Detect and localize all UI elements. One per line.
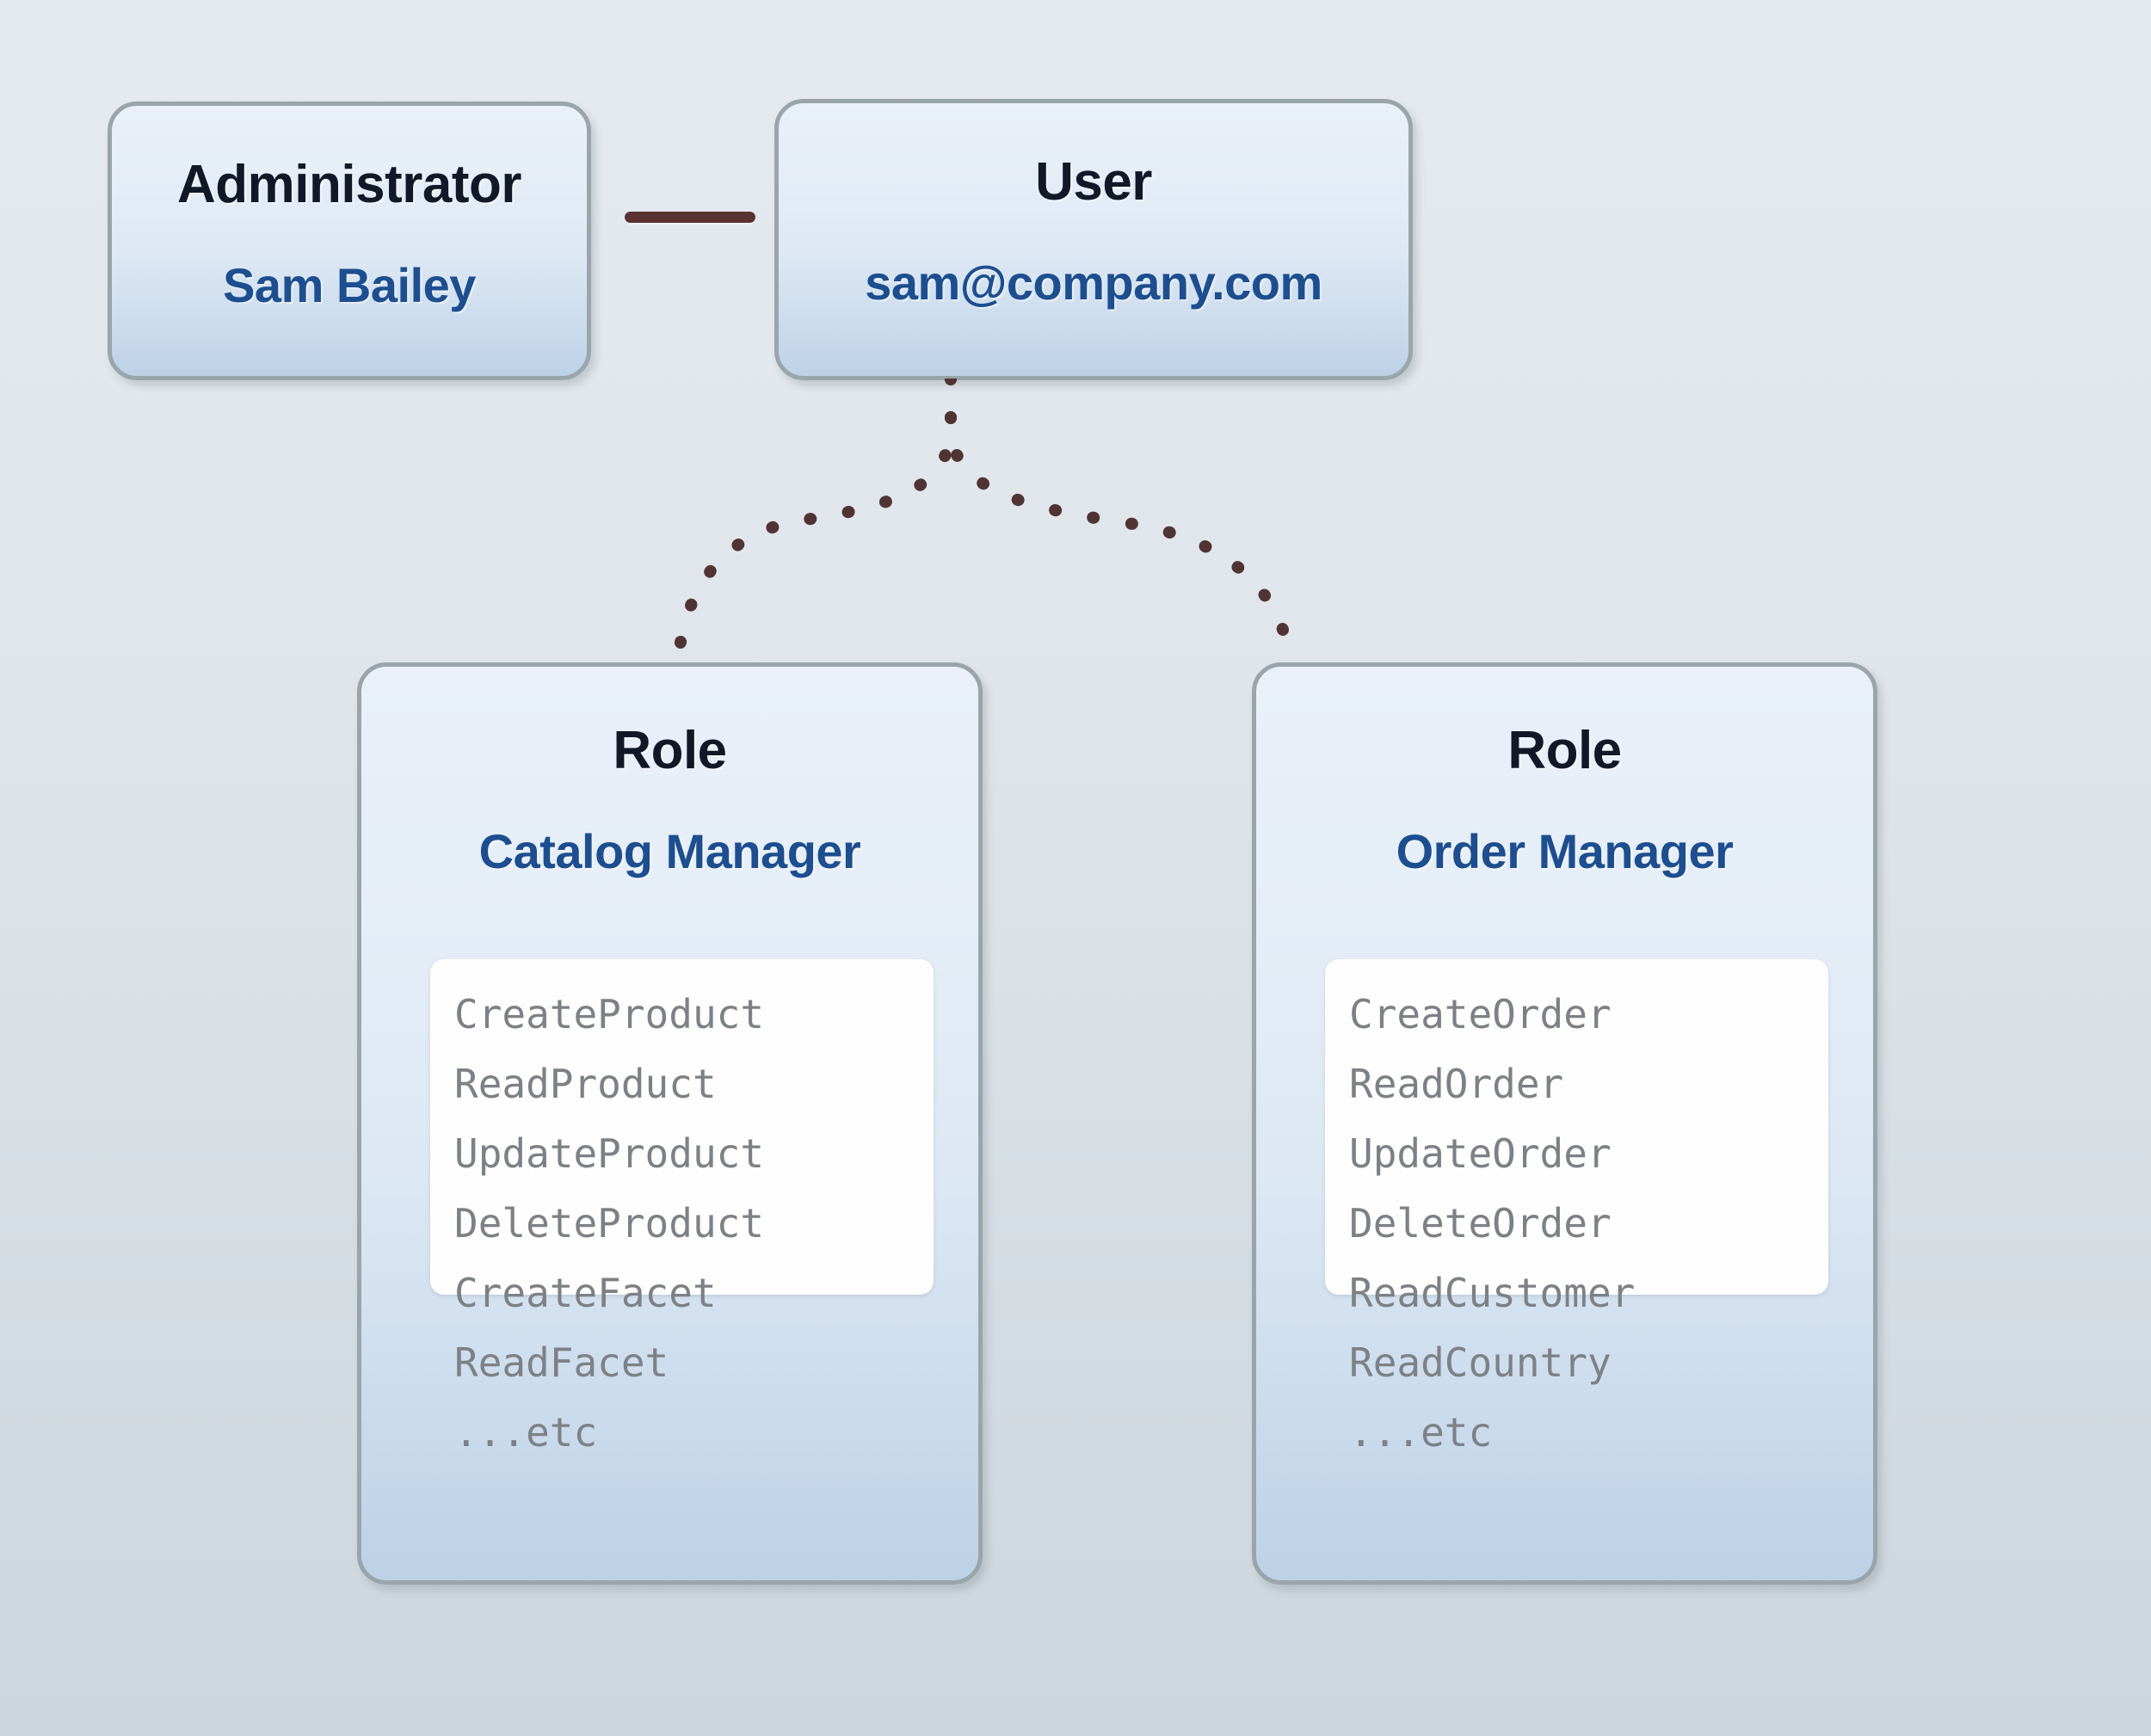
role-type-label: Role <box>613 721 727 780</box>
administrator-user-connector <box>625 212 755 223</box>
role-name: Catalog Manager <box>478 824 861 878</box>
administrator-node[interactable]: Administrator Sam Bailey <box>108 102 591 380</box>
permission-item: ReadCustomer <box>1349 1270 1636 1316</box>
permission-item: UpdateProduct <box>454 1130 765 1177</box>
role-type-label: Role <box>1507 721 1622 780</box>
permission-item: ...etc <box>1349 1409 1493 1456</box>
user-email: sam@company.com <box>865 255 1322 310</box>
permission-item: ReadFacet <box>454 1339 669 1386</box>
permission-item: CreateFacet <box>454 1270 717 1316</box>
permission-panel: CreateProduct ReadProduct UpdateProduct … <box>430 959 934 1456</box>
role-node-order-manager[interactable]: Role Order Manager CreateOrder ReadOrder… <box>1252 662 1877 1585</box>
permission-list: CreateOrder ReadOrder UpdateOrder Delete… <box>1349 980 1804 1468</box>
connector-to-role-0 <box>672 379 957 668</box>
permission-item: CreateOrder <box>1349 991 1612 1037</box>
permission-list: CreateProduct ReadProduct UpdateProduct … <box>454 980 909 1468</box>
permission-item: ...etc <box>454 1409 598 1456</box>
permission-item: DeleteProduct <box>454 1200 765 1247</box>
permission-item: CreateProduct <box>454 991 765 1037</box>
permission-item: ReadOrder <box>1349 1061 1564 1107</box>
connector-to-role-1 <box>945 379 1297 668</box>
user-node[interactable]: User sam@company.com <box>774 99 1413 380</box>
role-name: Order Manager <box>1396 824 1734 878</box>
administrator-type-label: Administrator <box>177 155 521 214</box>
administrator-name: Sam Bailey <box>223 258 476 312</box>
permission-item: DeleteOrder <box>1349 1200 1612 1247</box>
permission-panel: CreateOrder ReadOrder UpdateOrder Delete… <box>1325 959 1828 1456</box>
permission-item: ReadProduct <box>454 1061 717 1107</box>
user-type-label: User <box>1035 152 1152 212</box>
user-role-dotted-connectors <box>672 379 1297 668</box>
permission-item: ReadCountry <box>1349 1339 1612 1386</box>
permission-item: UpdateOrder <box>1349 1130 1612 1177</box>
role-node-catalog-manager[interactable]: Role Catalog Manager CreateProduct ReadP… <box>357 662 983 1585</box>
